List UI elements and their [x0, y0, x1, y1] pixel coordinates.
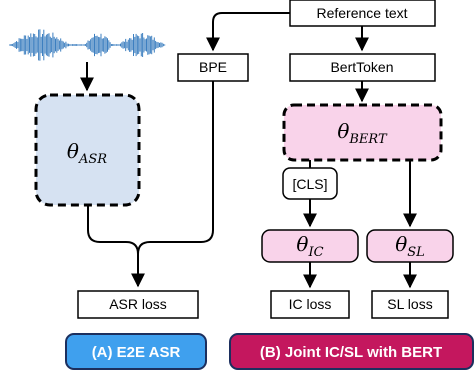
bert-encoder-box: θBERT	[282, 103, 443, 162]
badge-e2e-asr: (A) E2E ASR	[65, 333, 207, 370]
sl-loss-label: SL loss	[387, 296, 432, 312]
bpe-to-loss-arrow	[137, 80, 214, 286]
berttoken-label: BertToken	[330, 59, 393, 75]
asr-to-loss-arrow	[87, 205, 145, 288]
asr-encoder-box: θASR	[34, 93, 141, 207]
cls-label: [CLS]	[292, 176, 327, 192]
theta-bert-label: θBERT	[337, 119, 388, 147]
badge-joint-ic-sl: (B) Joint IC/SL with BERT	[229, 333, 474, 370]
asr-loss-box: ASR loss	[77, 290, 199, 319]
ic-head-box: θIC	[261, 229, 359, 263]
theta-sl-label: θSL	[395, 232, 425, 260]
connectors	[80, 12, 417, 289]
bpe-label: BPE	[199, 59, 227, 75]
theta-asr-label: θASR	[67, 139, 107, 167]
berttoken-box: BertToken	[289, 53, 436, 82]
badge-e2e-asr-label: (A) E2E ASR	[92, 344, 181, 361]
sl-loss-box: SL loss	[371, 290, 449, 319]
theta-ic-label: θIC	[296, 232, 323, 260]
reference-text-box: Reference text	[289, 0, 436, 27]
ref-to-bpe-arrow	[206, 12, 290, 52]
asr-loss-label: ASR loss	[109, 296, 167, 312]
ic-loss-label: IC loss	[289, 296, 332, 312]
reference-text-label: Reference text	[316, 5, 407, 21]
ic-loss-box: IC loss	[270, 290, 350, 319]
badge-joint-ic-sl-label: (B) Joint IC/SL with BERT	[260, 344, 442, 361]
bpe-box: BPE	[177, 53, 249, 82]
waveform-icon	[9, 29, 166, 61]
sl-head-box: θSL	[366, 229, 454, 263]
cls-token-box: [CLS]	[282, 167, 338, 200]
